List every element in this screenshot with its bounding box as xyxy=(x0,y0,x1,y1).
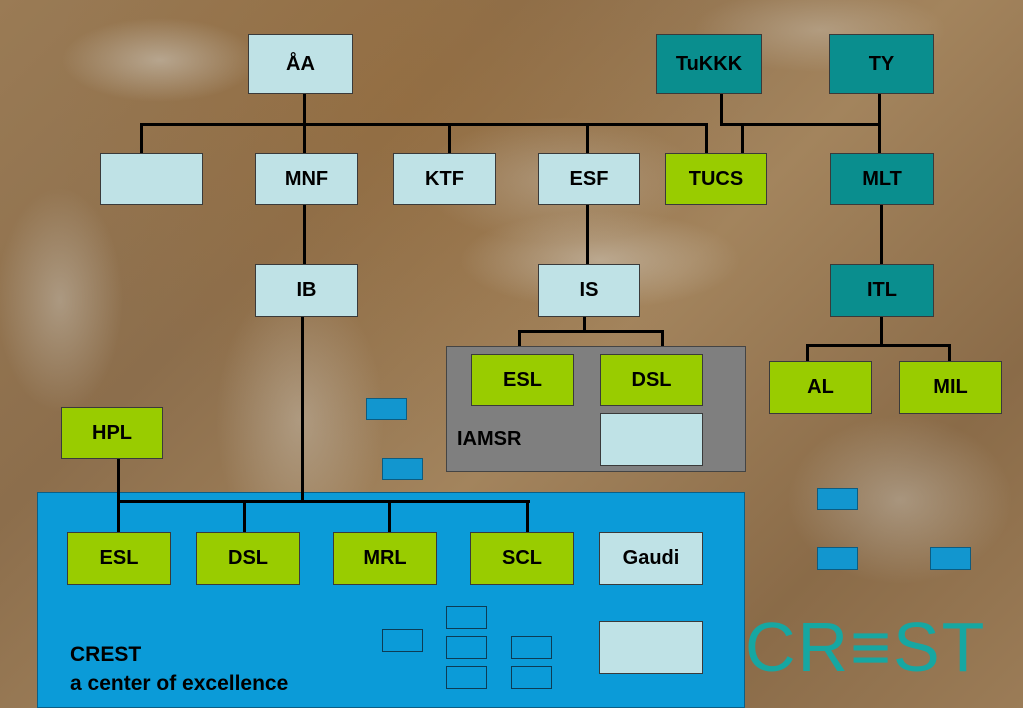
crest-lab-mrl: MRL xyxy=(333,532,437,585)
connector-line xyxy=(720,123,744,126)
org-box-aa: ÅA xyxy=(248,34,353,94)
connector-line xyxy=(526,500,529,532)
connector-line xyxy=(583,317,586,331)
crest-lab-dsl: DSL xyxy=(196,532,300,585)
org-box-al: AL xyxy=(769,361,872,414)
connector-line xyxy=(243,500,246,532)
org-box-mil: MIL xyxy=(899,361,1002,414)
connector-line xyxy=(140,123,143,153)
small-square xyxy=(817,488,858,510)
connector-line xyxy=(117,500,530,503)
small-square xyxy=(382,458,423,480)
connector-line xyxy=(948,344,951,361)
connector-line xyxy=(586,205,589,264)
crest-lab-esl: ESL xyxy=(67,532,171,585)
iamsr-label: IAMSR xyxy=(457,428,522,450)
connector-line xyxy=(880,317,883,347)
connector-line xyxy=(117,458,120,532)
connector-line xyxy=(303,93,306,126)
connector-line xyxy=(720,93,723,126)
org-box-ty: TY xyxy=(829,34,934,94)
org-box-itl: ITL xyxy=(830,264,934,317)
small-square xyxy=(366,398,407,420)
outline-square xyxy=(446,666,487,689)
org-box-ktf: KTF xyxy=(393,153,496,205)
connector-line xyxy=(518,330,521,354)
org-box-iamsr-esl: ESL xyxy=(471,354,574,406)
connector-line xyxy=(880,205,883,264)
connector-line xyxy=(705,123,708,153)
connector-line xyxy=(661,330,664,354)
crest-lab-scl: SCL xyxy=(470,532,574,585)
org-box-mnf: MNF xyxy=(255,153,358,205)
connector-line xyxy=(301,317,304,503)
outline-square xyxy=(446,606,487,629)
crest-title: CREST xyxy=(70,643,142,666)
connector-line xyxy=(140,123,708,126)
org-box-is: IS xyxy=(538,264,640,317)
connector-line xyxy=(388,500,391,532)
connector-line xyxy=(448,123,451,153)
small-square xyxy=(817,547,858,570)
org-box-tukkk: TuKKK xyxy=(656,34,762,94)
outline-square xyxy=(382,629,423,652)
crest-subtitle: a center of excellence xyxy=(70,672,289,695)
connector-line xyxy=(303,205,306,264)
small-square xyxy=(930,547,971,570)
outline-square xyxy=(446,636,487,659)
org-box-iamsr-dsl: DSL xyxy=(600,354,703,406)
connector-line xyxy=(518,330,664,333)
outline-square xyxy=(511,666,552,689)
org-box-mlt: MLT xyxy=(830,153,934,205)
org-box-ib: IB xyxy=(255,264,358,317)
connector-line xyxy=(303,123,306,153)
org-box-esf: ESF xyxy=(538,153,640,205)
crest-logo: CR≡ST xyxy=(745,608,987,686)
connector-line xyxy=(741,123,881,126)
org-box-hpl: HPL xyxy=(61,407,163,459)
crest-empty-box xyxy=(599,621,703,674)
outline-square xyxy=(511,636,552,659)
connector-line xyxy=(806,344,951,347)
org-box-tucs: TUCS xyxy=(665,153,767,205)
iamsr-empty-box xyxy=(600,413,703,466)
crest-gaudi: Gaudi xyxy=(599,532,703,585)
connector-line xyxy=(741,123,744,153)
connector-line xyxy=(586,123,589,153)
org-box-blank xyxy=(100,153,203,205)
connector-line xyxy=(806,344,809,361)
